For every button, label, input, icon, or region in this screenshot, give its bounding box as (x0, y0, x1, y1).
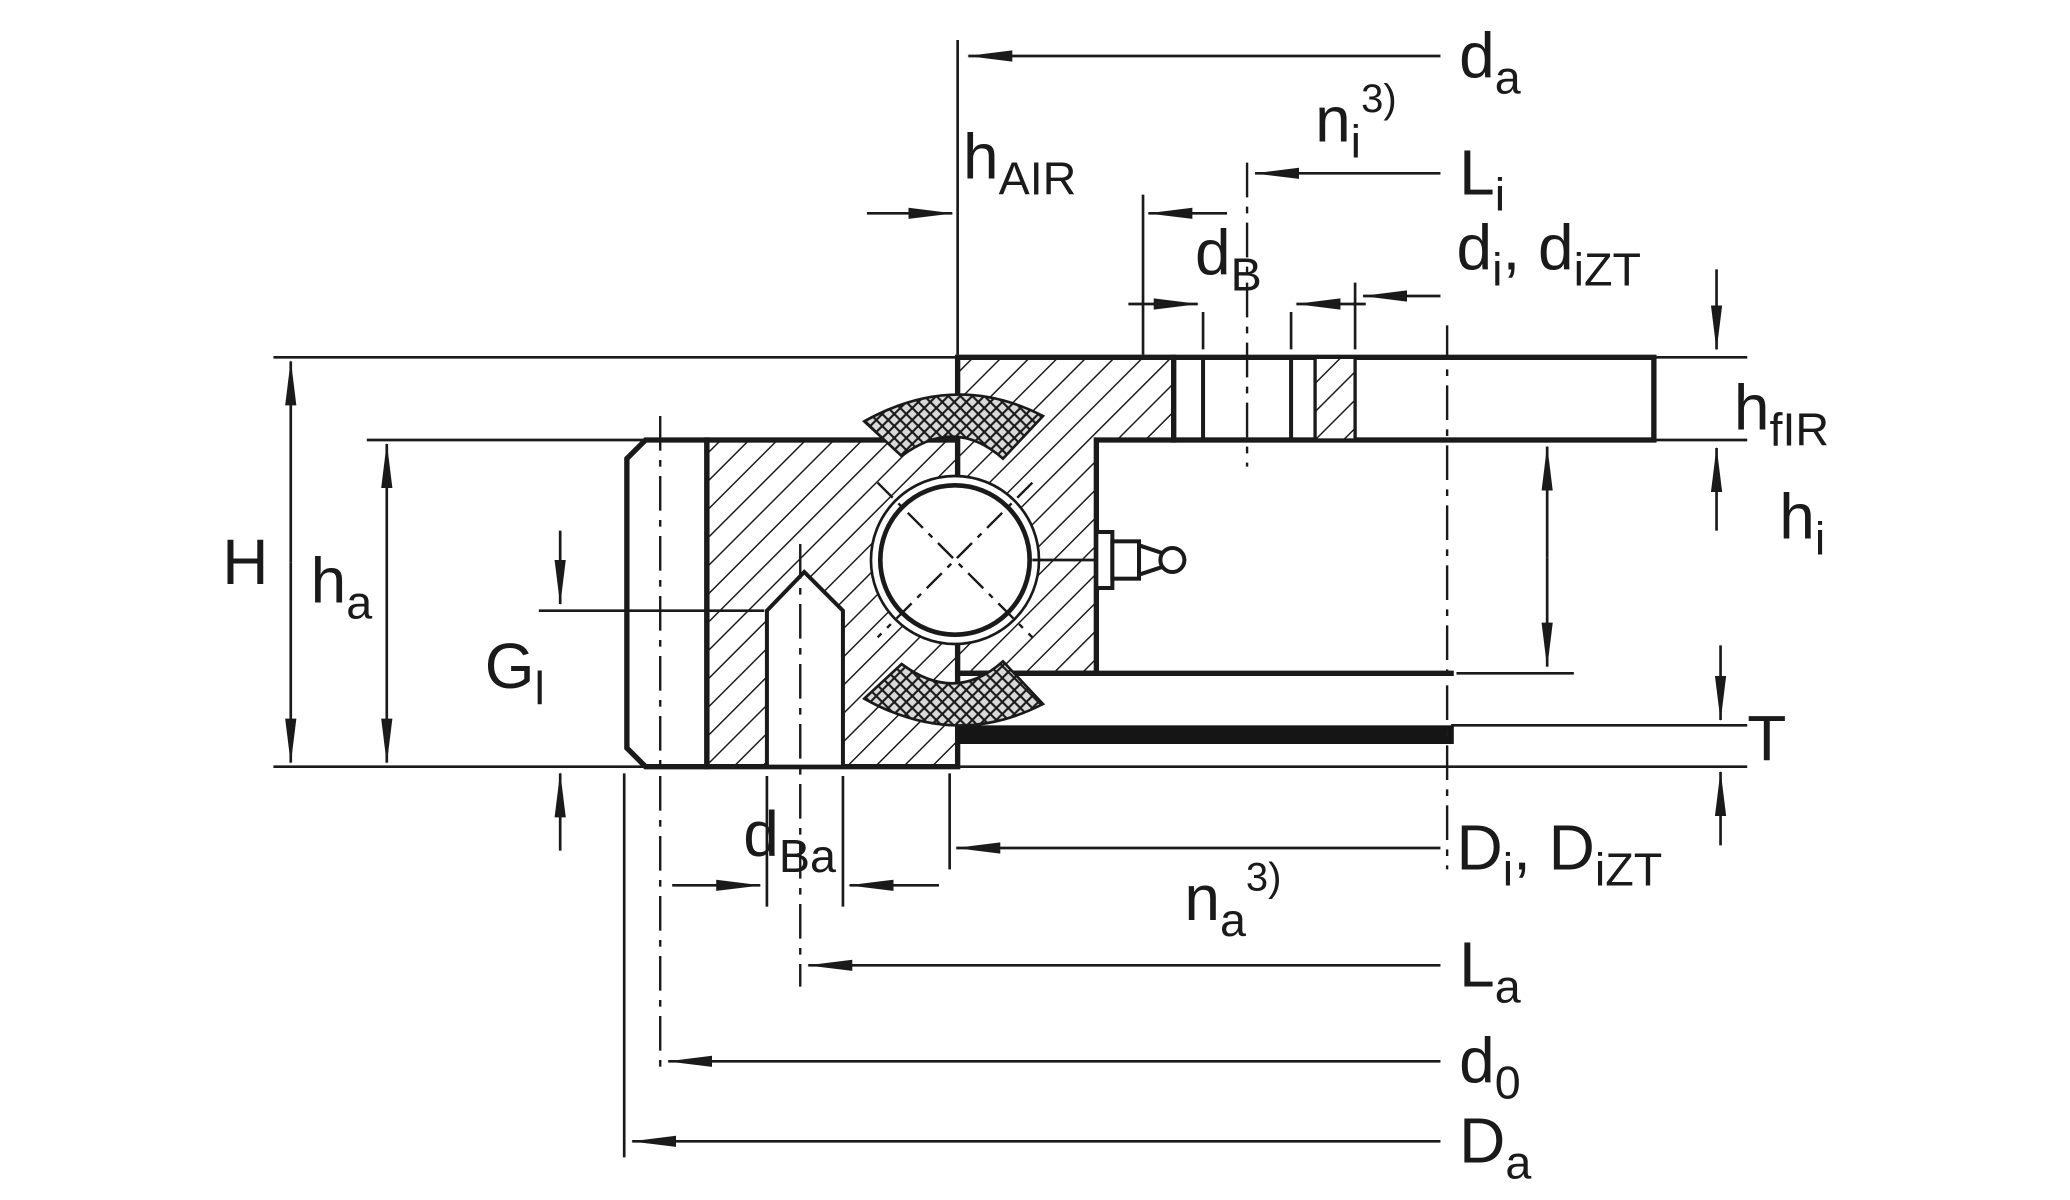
dim-label-h-AIR: hAIR (963, 121, 1076, 205)
dim-n-i-L-i: ni3) Li (1253, 77, 1505, 221)
dim-label-d-Ba: dBa (743, 798, 836, 882)
dim-d-i-d-iZT: di, diZT (1353, 211, 1641, 350)
dim-d-Ba: dBa (672, 776, 939, 907)
ball-contact-centerline-1 (876, 481, 1034, 639)
dim-h-fIR: hfIR (1710, 269, 1829, 531)
dim-label-h-i: hi (1779, 481, 1825, 565)
bearing-section (273, 162, 1748, 1075)
dim-label-H: H (222, 526, 268, 598)
dim-label-d-0: d0 (1459, 1025, 1521, 1109)
dim-d-a: da (956, 19, 1521, 355)
inner-ring-flange (1171, 354, 1657, 443)
dim-label-D-i-D-iZT: Di, DiZT (1456, 811, 1662, 895)
dim-label-n-i: ni3) (1315, 77, 1397, 167)
dim-label-G-l: Gl (485, 630, 545, 714)
dim-H: H (222, 360, 297, 764)
dim-n-a-L-a: na3) La (806, 856, 1521, 1013)
threaded-hole-section (1313, 355, 1357, 442)
dim-label-d-i-d-iZT: di, diZT (1456, 211, 1641, 295)
dim-D-a: Da (622, 773, 1531, 1189)
dim-label-T: T (1747, 702, 1786, 774)
dim-label-h-fIR: hfIR (1734, 371, 1829, 455)
dim-G-l: Gl (485, 530, 765, 851)
lower-seal (862, 659, 1046, 727)
dim-T: T (1714, 645, 1786, 846)
dim-h-a: ha (311, 442, 393, 764)
dim-d-B: dB (1128, 217, 1366, 350)
dim-label-d-B: dB (1195, 217, 1262, 301)
dim-D-i-D-iZT: Di, DiZT (948, 773, 1662, 895)
ball-contact-centerline-2 (876, 481, 1034, 639)
dim-label-d-a: da (1459, 19, 1521, 103)
dim-label-L-a: La (1459, 929, 1521, 1013)
dim-label-n-a: na3) (1184, 856, 1281, 946)
dim-label-h-a: ha (311, 545, 373, 629)
grease-nipple (1094, 530, 1187, 590)
dim-label-L-i: Li (1459, 137, 1505, 221)
seal-strip (957, 725, 1454, 744)
upper-seal (862, 393, 1046, 461)
dim-label-D-a: Da (1459, 1105, 1531, 1189)
dim-d-0: d0 (666, 1025, 1521, 1109)
dim-h-AIR: hAIR (866, 121, 1228, 355)
outer-ring-left-segment (624, 437, 710, 770)
dim-h-i: hi (1456, 445, 1825, 675)
mounting-hole (764, 569, 845, 769)
